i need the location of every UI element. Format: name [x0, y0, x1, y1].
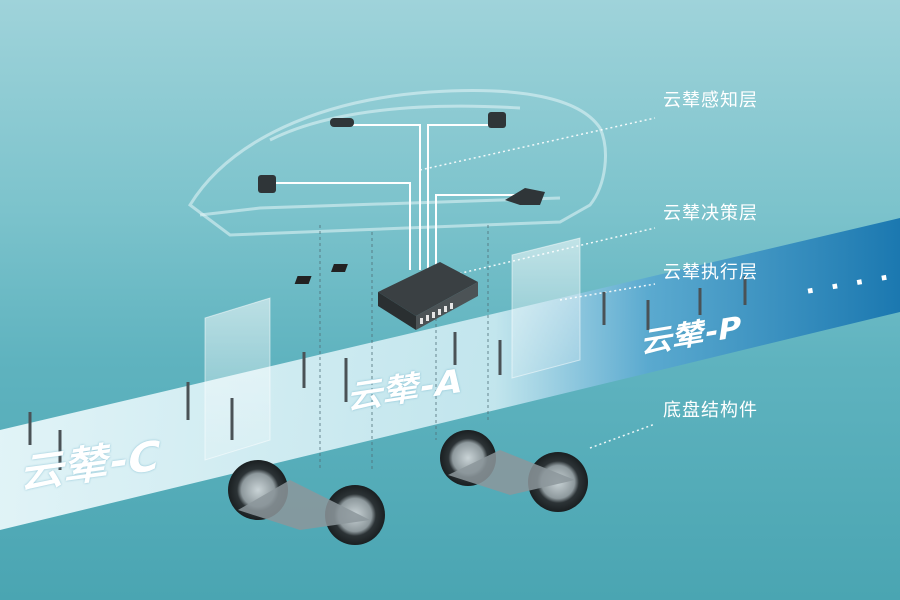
glass-panels [204, 237, 581, 461]
chassis-right [440, 430, 588, 512]
drop-lines [319, 225, 489, 470]
decision-layer-label: 云辇决策层 [663, 203, 758, 224]
execution-layer-label: 云辇执行层 [663, 262, 758, 283]
chassis-left [228, 460, 385, 545]
sensor-wiring [275, 124, 520, 270]
chassis-structure-label: 底盘结构件 [663, 400, 758, 421]
suspension-components [28, 276, 747, 470]
sensor-icons [258, 112, 545, 205]
leader-lines [419, 117, 656, 449]
controller-unit-icon [294, 262, 478, 330]
perception-layer-label: 云辇感知层 [663, 90, 758, 111]
car-silhouette [188, 89, 607, 237]
